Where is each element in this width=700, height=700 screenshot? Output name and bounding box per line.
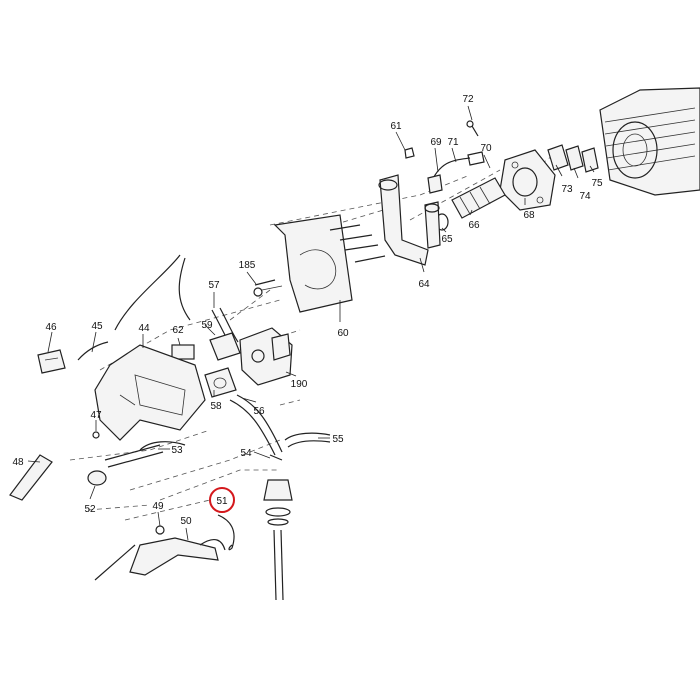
- part-label: 70: [480, 143, 492, 154]
- part-labels: 72 61 69 71 70 73 74 75 68 65 66 64 60 1…: [12, 94, 603, 527]
- bracket-drawing: [378, 174, 441, 266]
- switch-drawing: [37, 349, 66, 374]
- part-label: 73: [561, 184, 573, 195]
- part-label: 55: [332, 434, 344, 445]
- part-label: 50: [180, 516, 192, 527]
- throttle-lever-drawing: [94, 525, 226, 581]
- cylinder-drawing: [599, 87, 700, 196]
- part-label: 56: [253, 406, 265, 417]
- highlighted-part-label: 51: [216, 496, 228, 507]
- part-label: 75: [591, 178, 603, 189]
- part-label: 69: [430, 137, 442, 148]
- carburetor-drawing: [239, 279, 293, 386]
- part-label: 57: [208, 280, 220, 291]
- fuel-line-drawing: [204, 307, 241, 398]
- lever-bar-drawing: [104, 444, 164, 468]
- handle-housing-drawing: [94, 344, 206, 451]
- part-label: 185: [239, 260, 256, 271]
- spring-drawing: [217, 514, 235, 551]
- part-label: 46: [45, 322, 57, 333]
- part-label: 59: [201, 320, 213, 331]
- intake-boot-drawing: [435, 177, 506, 231]
- pin-drawing: [92, 431, 100, 439]
- part-label: 61: [390, 121, 402, 132]
- part-label: 48: [12, 457, 24, 468]
- part-label: 72: [462, 94, 474, 105]
- part-label: 58: [210, 401, 222, 412]
- part-label: 66: [468, 220, 480, 231]
- part-label: 52: [84, 504, 96, 515]
- highlighted-part-callout[interactable]: 51: [209, 487, 235, 513]
- gasket-set-drawing: [547, 144, 599, 173]
- bulb-drawing: [87, 470, 107, 486]
- part-label: 68: [523, 210, 535, 221]
- fuel-filter-drawing: [263, 479, 293, 601]
- part-label: 44: [138, 323, 150, 334]
- part-label: 62: [172, 325, 184, 336]
- trigger-lever-drawing: [9, 454, 53, 501]
- part-label: 45: [91, 321, 103, 332]
- part-label: 54: [240, 448, 252, 459]
- mounting-plate-drawing: [273, 214, 386, 313]
- part-label: 64: [418, 279, 430, 290]
- part-label: 65: [441, 234, 453, 245]
- bolt-drawing: [466, 120, 479, 137]
- intake-manifold-drawing: [499, 149, 556, 211]
- part-label: 74: [579, 191, 591, 202]
- part-label: 71: [447, 137, 459, 148]
- part-label: 49: [152, 501, 164, 512]
- hose-clamp-drawing: [404, 147, 485, 194]
- wire-drawing: [77, 341, 109, 361]
- part-label: 47: [90, 410, 102, 421]
- throttle-cable-drawing: [114, 254, 191, 331]
- highlight-ring: [209, 487, 235, 513]
- cap-drawing: [171, 344, 195, 360]
- part-label: 60: [337, 328, 349, 339]
- part-label: 53: [171, 445, 183, 456]
- part-label: 190: [291, 379, 308, 390]
- leader-lines: [27, 105, 595, 541]
